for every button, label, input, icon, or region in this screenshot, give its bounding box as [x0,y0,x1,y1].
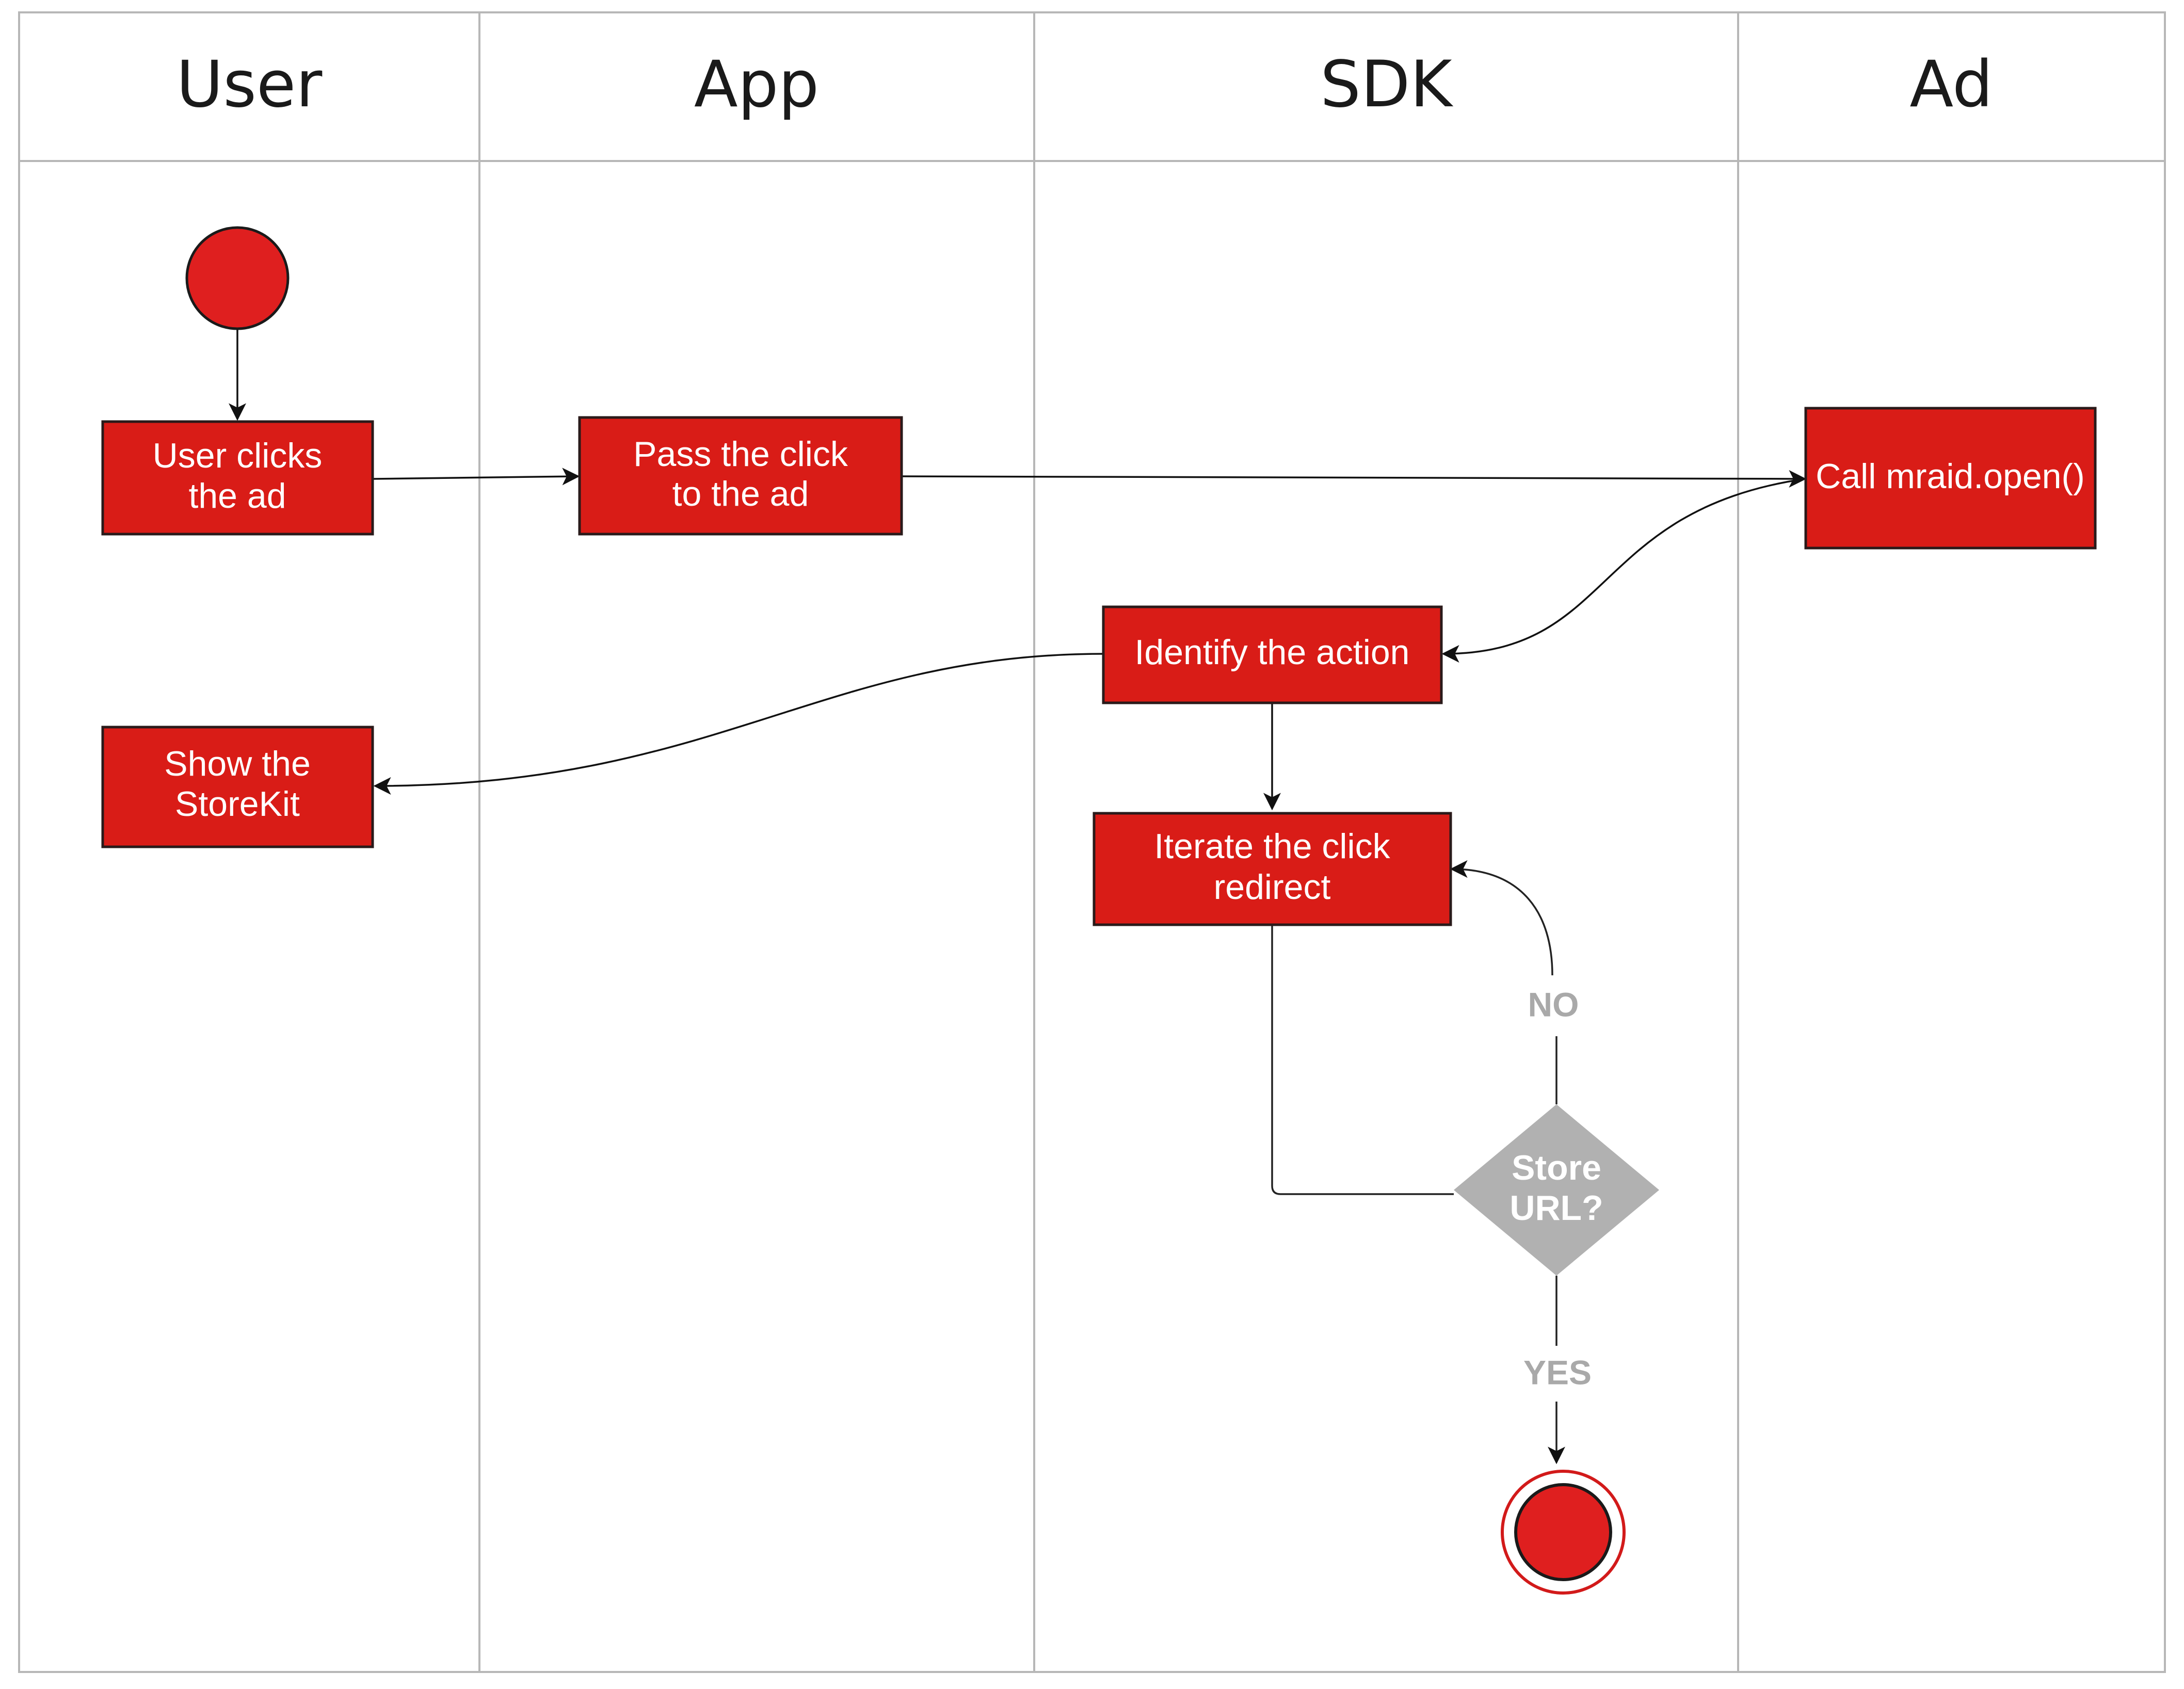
swimlane-grid [18,11,2166,1673]
decision-store-url-line2: URL? [1509,1188,1603,1228]
node-identify-action-box [1102,605,1443,704]
branch-label-yes: YES [1523,1353,1592,1391]
node-user-clicks-box [101,420,374,536]
node-identify-action-line1: Identify the action [1134,633,1409,672]
node-iterate-redirect-box [1093,812,1452,926]
end-node-core [1514,1483,1612,1581]
node-iterate-redirect: Iterate the click redirect [1093,812,1452,926]
edge-call-mraid-to-identify-action [1441,478,1805,663]
lane-title-sdk: SDK [1320,47,1453,122]
node-iterate-redirect-line1: Iterate the click [1154,827,1390,866]
decision-store-url-diamond [1454,1104,1659,1276]
lane-title-ad: Ad [1909,47,1993,122]
node-show-storekit-line2: StoreKit [175,784,300,824]
node-call-mraid-box [1804,407,2097,550]
decision-store-url: Store URL? [1454,1104,1659,1276]
node-user-clicks-line2: the ad [188,476,286,516]
node-pass-click-box [578,416,903,536]
node-show-storekit: Show the StoreKit [101,726,374,848]
lane-title-user: User [176,47,323,122]
edge-no-loop-curve [1450,860,1553,976]
edge-identify-action-to-show-storekit [373,653,1104,795]
edge-iterate-redirect-to-store-url [1271,925,1454,1195]
node-user-clicks-line1: User clicks [153,436,323,475]
node-pass-click-line2: to the ad [672,474,809,513]
node-pass-click: Pass the click to the ad [578,416,903,536]
pool-border [18,11,2166,1673]
node-show-storekit-line1: Show the [164,744,311,783]
node-identify-action: Identify the action [1102,605,1443,704]
lane-titles: User App SDK Ad [176,47,1993,122]
node-iterate-redirect-line2: redirect [1214,867,1331,907]
branch-label-no: NO [1528,985,1579,1023]
node-pass-click-line1: Pass the click [633,435,848,474]
node-call-mraid-line1: Call mraid.open() [1816,457,2085,496]
edges [229,328,1807,1465]
lane-title-app: App [694,47,819,122]
end-node [1501,1470,1626,1595]
start-node [185,226,290,330]
node-call-mraid: Call mraid.open() [1804,407,2097,550]
node-show-storekit-box [101,726,374,848]
node-user-clicks: User clicks the ad [101,420,374,536]
decision-store-url-line1: Store [1512,1148,1601,1187]
edge-pass-click-to-call-mraid [901,470,1807,488]
edge-user-clicks-to-pass-click [372,468,580,486]
